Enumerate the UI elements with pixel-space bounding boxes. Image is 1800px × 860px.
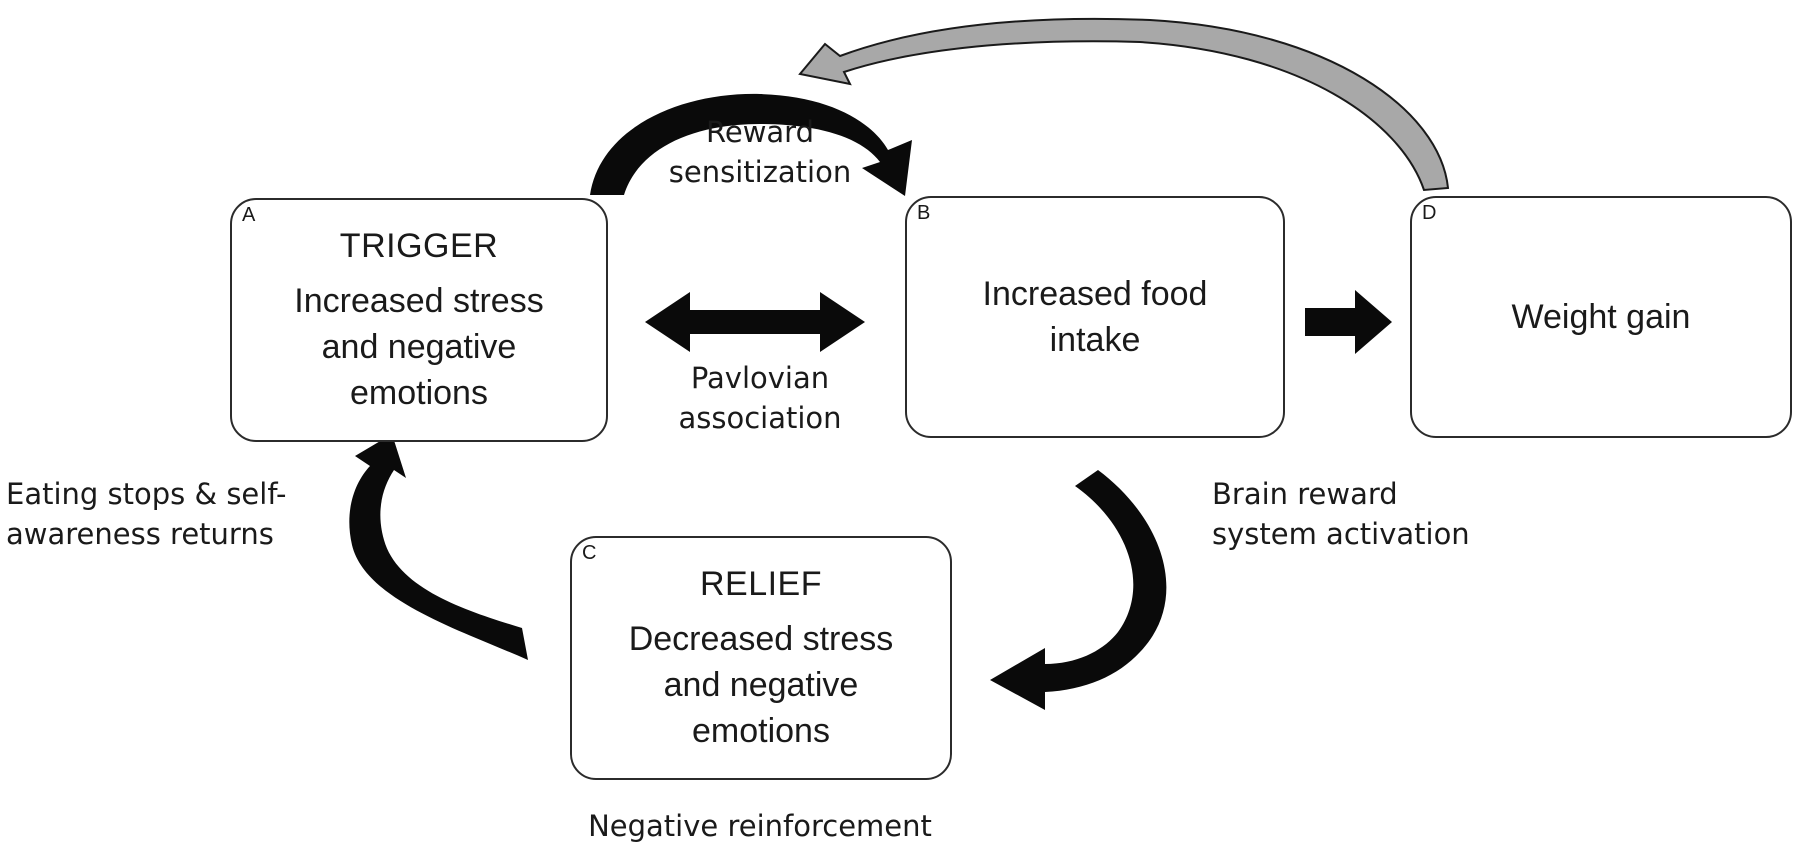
node-a-title: TRIGGER <box>339 227 499 265</box>
node-a-letter: A <box>242 204 256 226</box>
node-d-weight-gain: D Weight gain <box>1410 196 1792 438</box>
label-pavlovian-association: Pavlovian association <box>678 361 842 435</box>
node-c-relief: C RELIEF Decreased stress and negative e… <box>570 536 952 780</box>
b-to-d-arrow <box>1305 290 1392 354</box>
node-a-text: Increased stress and negative emotions <box>294 282 544 412</box>
node-b-food-intake: B Increased food intake <box>905 196 1285 438</box>
label-brain-reward: Brain reward system activation <box>1212 477 1470 551</box>
node-b-letter: B <box>917 202 931 224</box>
label-reward-sensitization: Reward sensitization <box>668 115 852 189</box>
node-c-title: RELIEF <box>699 565 823 603</box>
node-d-text: Weight gain <box>1511 298 1691 336</box>
label-eating-stops: Eating stops & self- awareness returns <box>6 477 287 551</box>
pavlovian-association-arrow <box>645 292 865 352</box>
eating-stops-arrow <box>349 434 528 660</box>
node-a-trigger: A TRIGGER Increased stress and negative … <box>230 198 608 442</box>
reward-sensitization-arrow <box>590 93 912 196</box>
node-b-text: Increased food intake <box>982 275 1208 359</box>
node-c-letter: C <box>582 542 597 564</box>
node-c-text: Decreased stress and negative emotions <box>628 620 894 750</box>
weight-gain-feedback-arrow <box>798 17 1450 192</box>
label-negative-reinforcement: Negative reinforcement <box>588 809 932 843</box>
node-d-letter: D <box>1422 202 1437 224</box>
brain-reward-arrow <box>990 470 1167 710</box>
